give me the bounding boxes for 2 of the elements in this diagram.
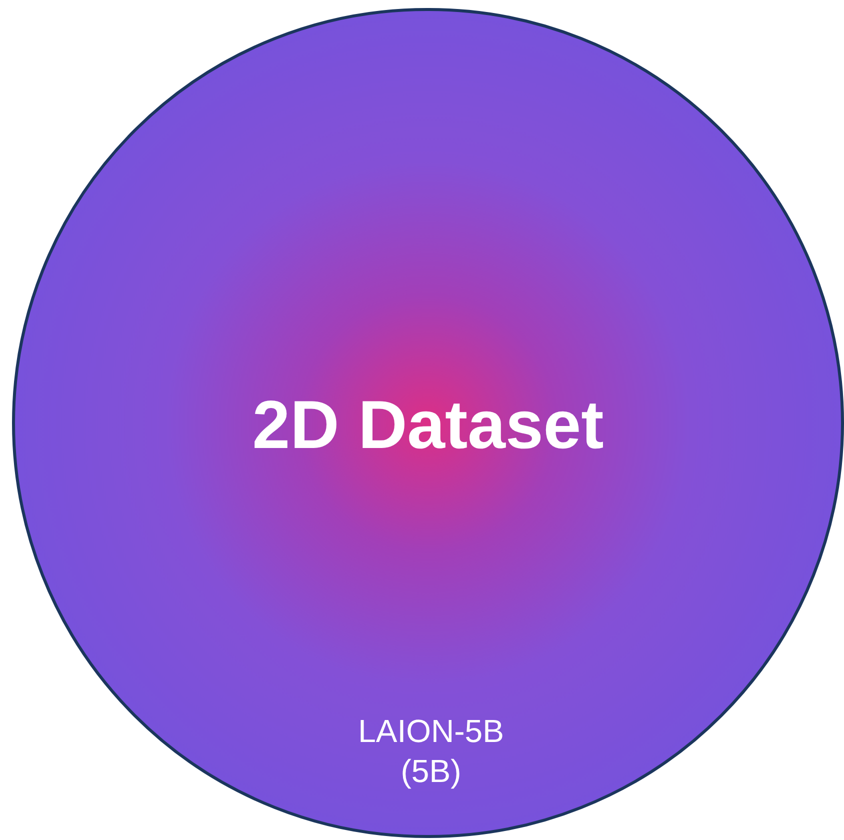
title-text: 2D Dataset [251,391,605,459]
dataset-label: LAION-5B (5B) [357,712,505,791]
